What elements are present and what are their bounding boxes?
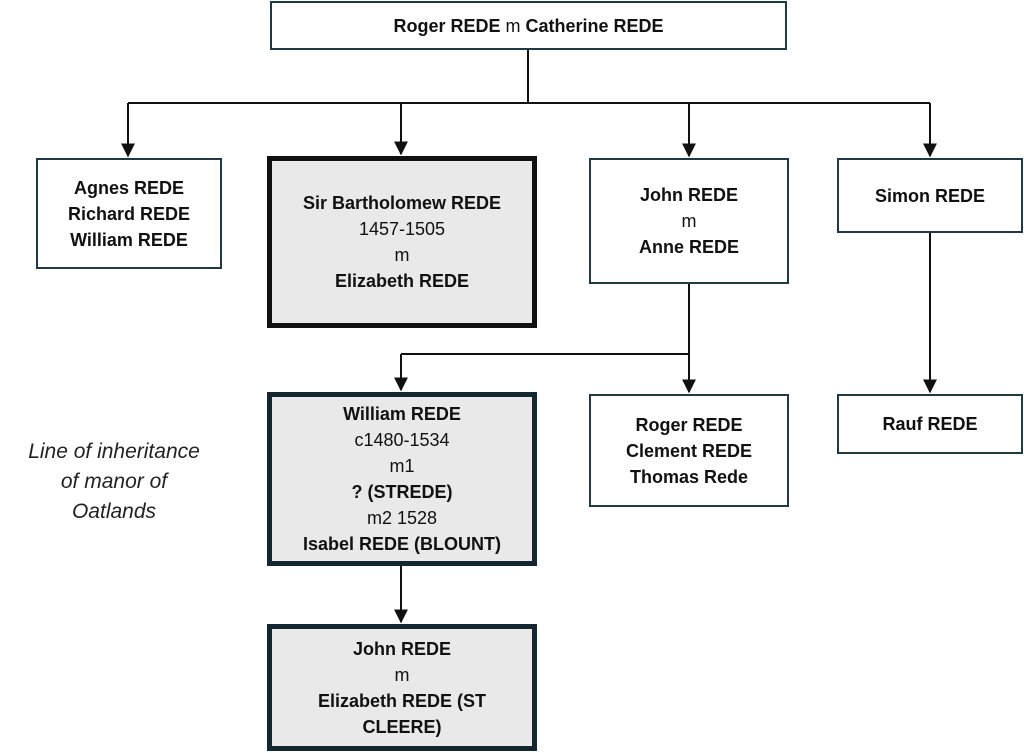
john-anne-box: John REDE m Anne REDE bbox=[589, 158, 789, 284]
person-name: Richard REDE bbox=[67, 203, 191, 224]
person-name: William REDE bbox=[70, 229, 188, 250]
root-couple-box: Roger REDE m Catherine REDE bbox=[270, 1, 787, 50]
life-dates: 1457-1505 bbox=[358, 219, 446, 239]
life-dates: c1480-1534 bbox=[354, 430, 450, 450]
person-name: John REDE bbox=[352, 638, 451, 659]
john-elizabeth-box: John REDE m Elizabeth REDE (ST CLEERE) bbox=[267, 624, 537, 751]
person-name: Clement REDE bbox=[625, 440, 753, 461]
william-box: William REDE c1480-1534 m1 ? (STREDE) m2… bbox=[267, 392, 537, 566]
sir-bartholomew-box: Sir Bartholomew REDE 1457-1505 m Elizabe… bbox=[267, 156, 537, 328]
simon-box: Simon REDE bbox=[837, 158, 1023, 233]
marriage-label: m1 bbox=[389, 456, 415, 476]
inheritance-note: Line of inheritance of manor of Oatlands bbox=[6, 437, 222, 527]
spouse-name: Anne REDE bbox=[638, 237, 739, 257]
rauf-box: Rauf REDE bbox=[837, 394, 1023, 454]
spouse-name: CLEERE) bbox=[362, 716, 442, 737]
marriage-label: m bbox=[394, 664, 410, 685]
person-name: Agnes REDE bbox=[73, 177, 185, 198]
root-marriage-label: m bbox=[505, 15, 521, 36]
person-name: Thomas Rede bbox=[629, 466, 749, 487]
marriage-label: m2 1528 bbox=[366, 508, 438, 528]
root-husband-name: Roger REDE bbox=[393, 15, 501, 36]
agnes-richard-william-box: Agnes REDE Richard REDE William REDE bbox=[36, 158, 222, 269]
person-name: William REDE bbox=[343, 404, 461, 424]
spouse-name: Elizabeth REDE (ST bbox=[317, 690, 487, 711]
marriage-label: m bbox=[394, 245, 410, 265]
note-line: of manor of bbox=[60, 470, 168, 493]
roger-clement-thomas-box: Roger REDE Clement REDE Thomas Rede bbox=[589, 394, 789, 507]
spouse-name: Elizabeth REDE bbox=[334, 271, 470, 291]
person-name: John REDE bbox=[639, 185, 738, 205]
note-line: Oatlands bbox=[71, 500, 157, 523]
note-line: Line of inheritance bbox=[28, 440, 200, 463]
person-name: Roger REDE bbox=[635, 414, 743, 435]
marriage-label: m bbox=[681, 211, 697, 231]
person-name: Rauf REDE bbox=[882, 414, 978, 434]
root-wife-name: Catherine REDE bbox=[525, 15, 664, 36]
spouse-name: Isabel REDE (BLOUNT) bbox=[302, 534, 502, 554]
person-name: Sir Bartholomew REDE bbox=[302, 193, 502, 213]
person-name: Simon REDE bbox=[874, 185, 985, 206]
spouse-name: ? (STREDE) bbox=[351, 482, 453, 502]
